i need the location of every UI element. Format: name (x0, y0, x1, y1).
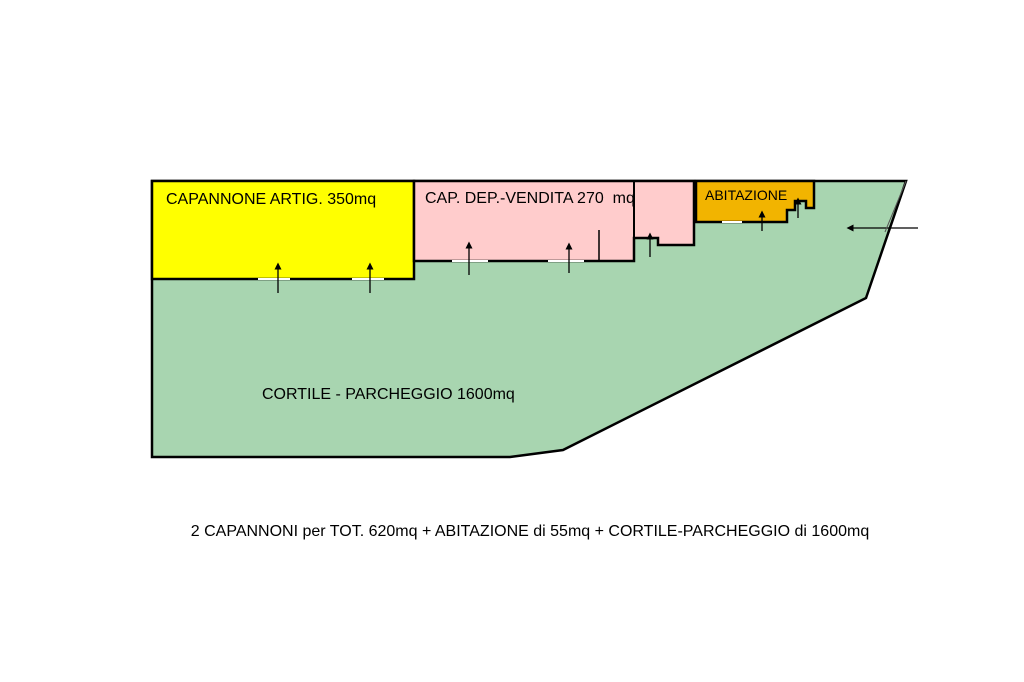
house-label: ABITAZIONE (705, 187, 787, 203)
courtyard-label: CORTILE - PARCHEGGIO 1600mq (262, 386, 515, 403)
boundary-diagonal (884, 180, 907, 233)
entrance-arrows (274, 197, 918, 293)
sales-label: CAP. DEP.-VENDITA 270 mq (425, 190, 635, 207)
doorway-marks (258, 221, 742, 280)
workshop-label: CAPANNONE ARTIG. 350mq (166, 191, 376, 208)
summary-caption: 2 CAPANNONI per TOT. 620mq + ABITAZIONE … (190, 523, 870, 540)
